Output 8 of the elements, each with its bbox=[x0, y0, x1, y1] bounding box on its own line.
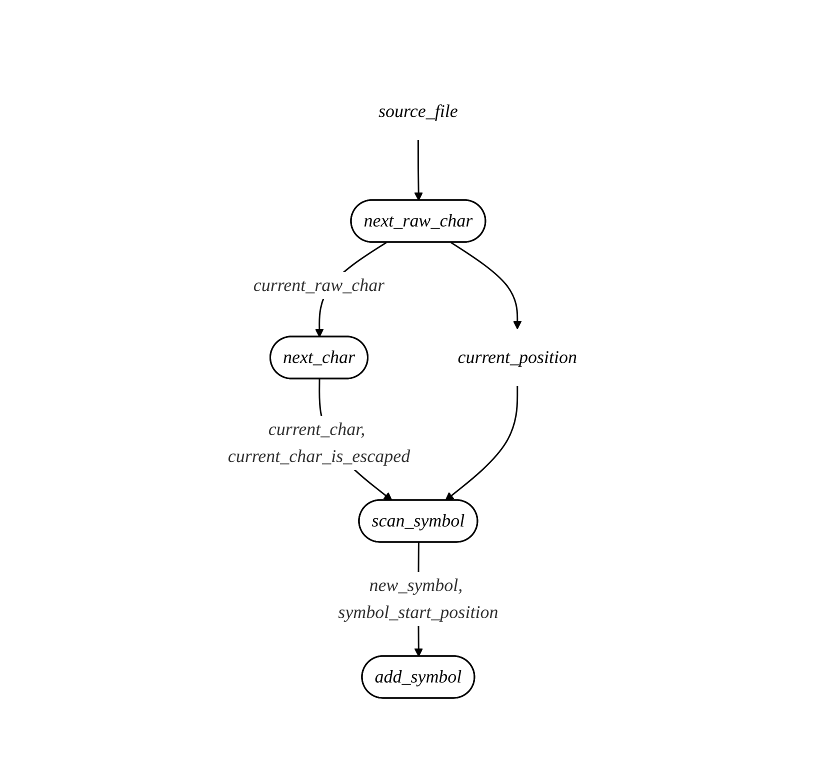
node-text: current_position bbox=[458, 346, 578, 366]
arrow bbox=[414, 140, 423, 200]
arrow bbox=[450, 241, 522, 329]
arrow bbox=[444, 386, 518, 500]
edge-label: new_symbol, symbol_start_position bbox=[338, 574, 498, 622]
edge-label: current_char, current_char_is_escaped bbox=[228, 418, 410, 466]
node-text: source_file bbox=[378, 100, 458, 121]
edge-label: current_raw_char bbox=[253, 274, 385, 295]
